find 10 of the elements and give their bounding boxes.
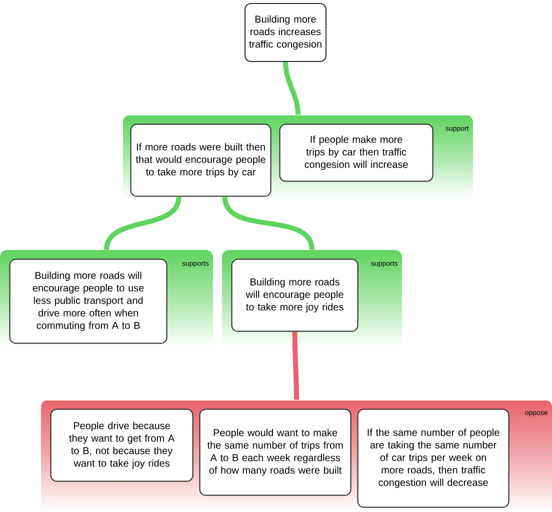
connector <box>283 62 300 115</box>
claim-box: Building more roads will encourage people to use less public transport and drive more often when commuting from A to B <box>9 258 168 344</box>
claim-box: Building more roads increases traffic congesion <box>244 3 326 62</box>
claim-box: If the same number of people are taking the same number of car trips per week on more roads, then traffic congestion will decrease <box>357 408 510 508</box>
connector <box>292 332 299 400</box>
claim-box: People drive because they want to get from A to B, not because they want to take joy rides <box>50 408 194 482</box>
claim-box: If more roads were built then that would encourage people to take more trips by car <box>130 124 272 197</box>
claim-box: Building more roads will encourage people to take more joy rides <box>231 258 358 332</box>
claim-box: People would want to make the same number of trips from A to B each week regardless of how many roads were built <box>199 408 352 496</box>
claim-box: If people make more trips by car then traffic congesion will increase <box>279 124 434 182</box>
